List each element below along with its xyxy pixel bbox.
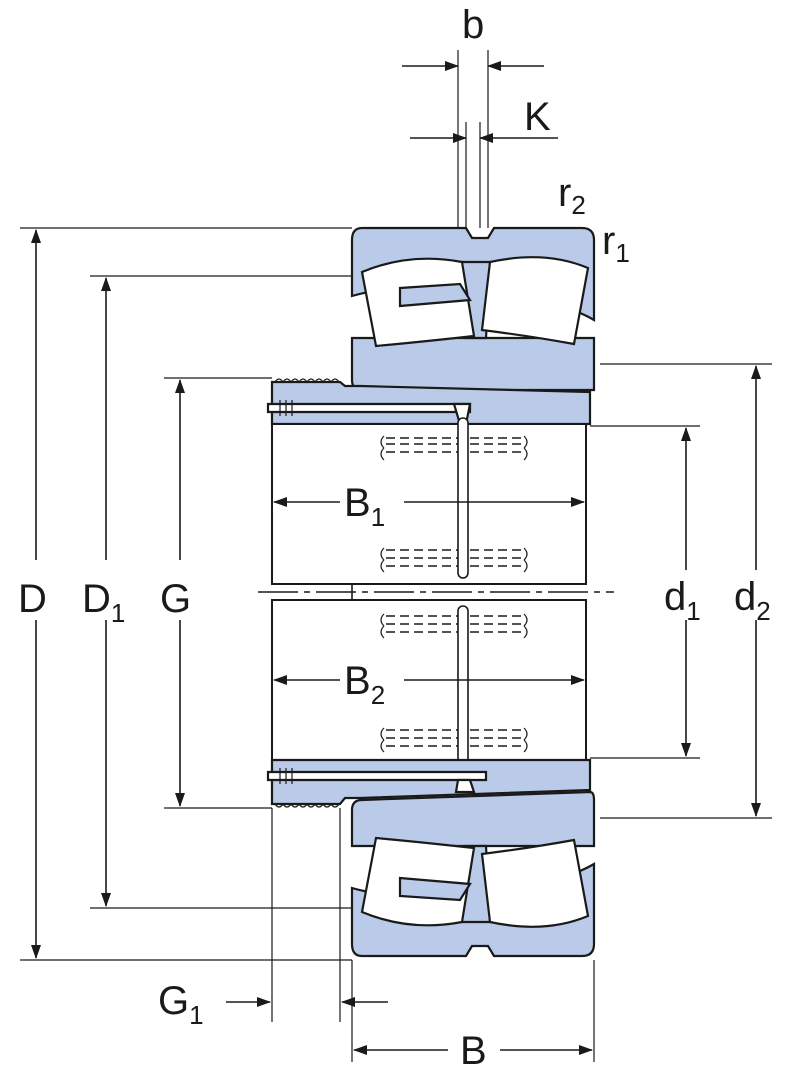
upper-bearing [350, 226, 596, 392]
dimension-lines [20, 50, 772, 1062]
lower-duct-plug [279, 768, 293, 784]
label-b: b [462, 3, 484, 47]
label-d2: d2 [734, 575, 771, 626]
upper-sleeve-bore [271, 417, 587, 585]
lower-duct-port [454, 778, 476, 794]
dimension-labels: b K r2 r1 D D1 G B1 B2 d1 d2 G1 B [18, 3, 771, 1073]
label-G1: G1 [158, 979, 204, 1030]
lower-guide-flange [398, 876, 472, 902]
lower-sleeve-bore [271, 599, 587, 767]
upper-sleeve-thread [274, 378, 340, 384]
label-B1: B1 [344, 481, 385, 532]
label-G: G [160, 577, 191, 621]
label-r2: r2 [558, 171, 586, 220]
label-d1: d1 [664, 575, 701, 626]
upper-oil-duct [266, 402, 472, 414]
label-r1: r1 [602, 219, 630, 268]
lower-inner-ring [350, 790, 596, 848]
upper-guide-flange [398, 282, 472, 308]
upper-right-roller [480, 256, 590, 346]
label-B: B [460, 1029, 487, 1073]
lower-right-roller [480, 838, 590, 928]
lower-sleeve [266, 758, 592, 808]
upper-sleeve [266, 378, 592, 426]
label-D1: D1 [82, 577, 125, 628]
label-B2: B2 [344, 659, 385, 710]
lower-bearing [350, 790, 596, 958]
label-K: K [524, 95, 551, 139]
lower-oil-duct [266, 770, 488, 782]
upper-duct-plug [279, 400, 293, 416]
lower-sleeve-thread [274, 802, 340, 808]
label-D: D [18, 577, 47, 621]
